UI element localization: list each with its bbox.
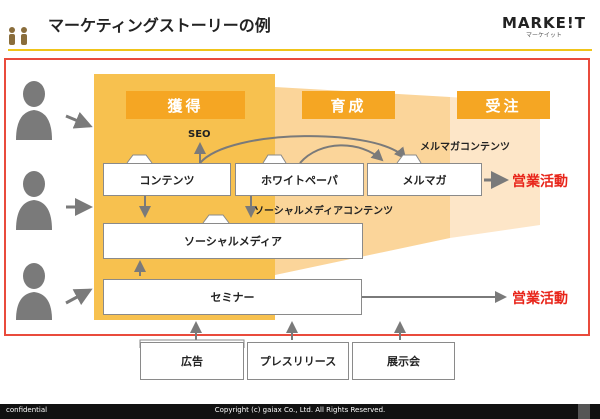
social-notch — [202, 214, 230, 224]
seo-label: SEO — [188, 129, 211, 140]
logo: MARKE!T マーケイット — [502, 14, 586, 39]
person-arrow-1 — [65, 111, 93, 129]
people-silhouettes — [16, 81, 52, 320]
page-title: マーケティングストーリーの例 — [48, 16, 271, 35]
whitepaper-notch — [262, 154, 287, 164]
person-icon — [9, 27, 15, 45]
phase-order: 受注 — [457, 91, 550, 119]
content-box: コンテンツ — [103, 163, 231, 196]
social-box: ソーシャルメディア — [103, 223, 363, 259]
person-icon — [21, 27, 27, 45]
exhibition-box: 展示会 — [352, 342, 455, 380]
whitepaper-box: ホワイトペーパ — [235, 163, 364, 196]
whitepaper-to-mailmag-arc — [299, 144, 384, 164]
ad-box: 広告 — [140, 342, 244, 380]
content-to-mailmag-arc — [199, 135, 407, 164]
person-icon — [16, 171, 52, 230]
sales-activity-label-1: 営業活動 — [512, 174, 568, 190]
header-divider — [8, 49, 592, 51]
phase-nurture: 育成 — [302, 91, 395, 119]
logo-subtext: マーケイット — [526, 32, 562, 39]
person-arrow-3 — [65, 288, 93, 306]
seminar-box: セミナー — [103, 279, 362, 315]
footer-confidential: confidential — [6, 406, 48, 414]
sales-activity-label-2: 営業活動 — [512, 291, 568, 307]
mailmag-content-label: メルマガコンテンツ — [420, 142, 510, 153]
funnel-order — [450, 97, 540, 238]
social-content-label: ソーシャルメディアコンテンツ — [254, 206, 394, 217]
logo-text: MARKE!T — [501, 14, 586, 32]
person-icon-decorations — [9, 27, 27, 45]
person-icon — [16, 81, 52, 140]
diagram-frame — [4, 58, 590, 336]
footer-bar — [0, 404, 600, 419]
press-release-box: プレスリリース — [247, 342, 349, 380]
mailmag-notch — [396, 154, 422, 164]
mailmag-box: メルマガ — [367, 163, 482, 196]
person-icon — [16, 263, 52, 320]
content-notch — [126, 154, 153, 164]
footer-copyright: Copyright (c) gaiax Co., Ltd. All Rights… — [214, 406, 386, 414]
footer-page-marker — [578, 404, 590, 419]
phase-acquire: 獲得 — [126, 91, 245, 119]
